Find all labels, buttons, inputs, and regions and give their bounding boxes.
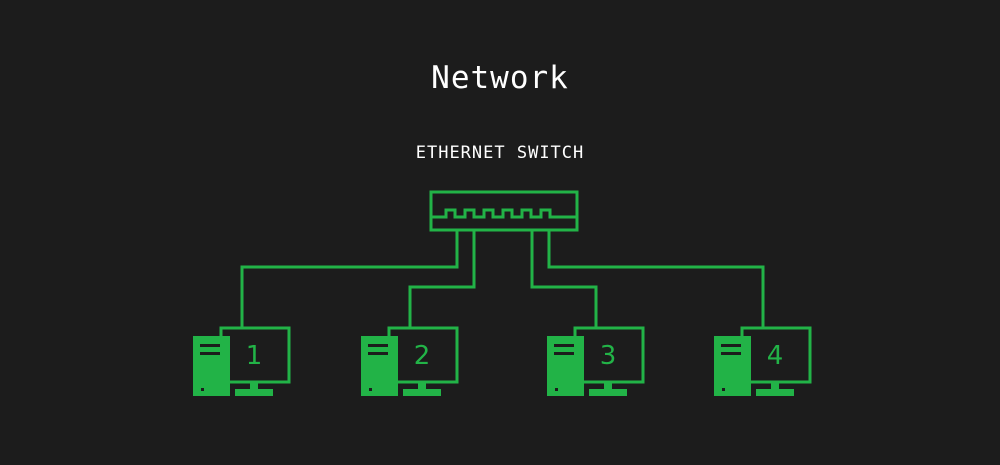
tower-slot	[368, 344, 388, 347]
monitor-base	[589, 389, 627, 396]
cable-3	[530, 230, 598, 328]
monitor-base	[235, 389, 273, 396]
computer-label: 2	[414, 341, 431, 371]
tower-slot	[554, 344, 574, 347]
power-led	[555, 388, 558, 391]
monitor-base	[403, 389, 441, 396]
computer-1: 1	[193, 326, 291, 396]
monitor-stand	[604, 382, 612, 390]
tower-slot	[368, 352, 388, 355]
cable-4	[547, 230, 765, 328]
switch-label: ETHERNET SWITCH	[415, 143, 585, 163]
computer-3: 3	[547, 326, 645, 396]
computer-label: 1	[246, 341, 263, 371]
monitor-base	[756, 389, 794, 396]
computer-4: 4	[714, 326, 812, 396]
monitor-stand	[418, 382, 426, 390]
tower-slot	[721, 352, 741, 355]
tower-slot	[554, 352, 574, 355]
monitor-stand	[250, 382, 258, 390]
ethernet-switch-icon	[429, 190, 579, 232]
power-led	[201, 388, 204, 391]
tower-slot	[200, 344, 220, 347]
diagram-title: Network	[431, 60, 569, 96]
computer-2: 2	[361, 326, 459, 396]
power-led	[369, 388, 372, 391]
cable-1	[240, 230, 459, 328]
cable-2	[408, 230, 476, 328]
tower-slot	[200, 352, 220, 355]
tower-slot	[721, 344, 741, 347]
computer-label: 3	[600, 341, 617, 371]
computer-label: 4	[767, 341, 784, 371]
monitor-stand	[771, 382, 779, 390]
power-led	[722, 388, 725, 391]
